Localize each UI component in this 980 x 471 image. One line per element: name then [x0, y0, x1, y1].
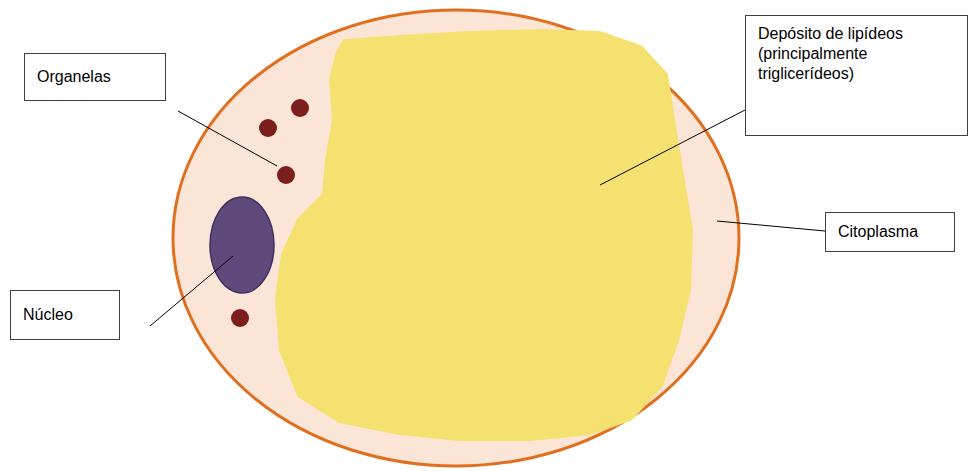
- label-box: Organelas: [24, 53, 166, 101]
- leader-line: [600, 110, 745, 185]
- label-box: Núcleo: [10, 290, 120, 340]
- lipid-droplet: [278, 32, 690, 438]
- label-box: Depósito de lipídeos (principalmente tri…: [745, 15, 968, 136]
- organelle: [259, 119, 277, 137]
- label-text: Depósito de lipídeos (principalmente tri…: [758, 24, 955, 84]
- leader-line: [717, 221, 825, 231]
- label-text: Citoplasma: [838, 222, 918, 242]
- cell-membrane: [173, 10, 739, 466]
- label-box: Citoplasma: [825, 212, 955, 252]
- organelle: [277, 166, 295, 184]
- organelle: [231, 309, 249, 327]
- label-text: Organelas: [37, 67, 111, 87]
- leader-line: [150, 256, 233, 326]
- organelle: [291, 99, 309, 117]
- nucleus: [210, 197, 274, 293]
- leader-line: [178, 111, 277, 166]
- label-text: Núcleo: [23, 305, 73, 325]
